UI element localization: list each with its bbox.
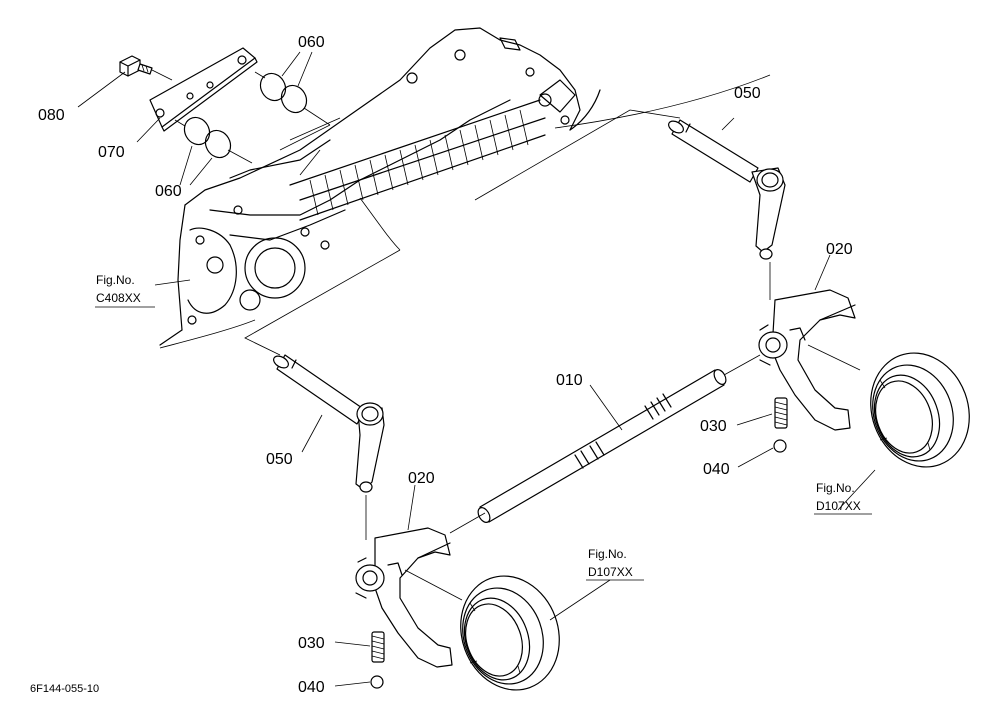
background-curve-left — [159, 319, 256, 349]
o-rings-lower — [183, 116, 232, 159]
fig-ref-coupler-right-line1: Fig.No. — [816, 481, 855, 495]
part-label-070: 070 — [98, 144, 125, 161]
background-curve-middle — [359, 197, 401, 251]
part-label-050-upper: 050 — [734, 85, 761, 102]
plate-axis-line-2 — [174, 119, 253, 164]
bolt-axis-line — [151, 69, 173, 81]
spring-right — [774, 397, 788, 429]
fig-ref-coupler-left: Fig.No. D107XX — [586, 547, 644, 581]
fig-ref-coupler-right: Fig.No. D107XX — [814, 481, 872, 515]
shift-lever-upper — [668, 119, 786, 260]
part-label-040-left: 040 — [298, 679, 325, 696]
part-label-020-left: 020 — [408, 470, 435, 487]
part-label-080: 080 — [38, 107, 65, 124]
part-label-050-lower: 050 — [266, 451, 293, 468]
shift-coupler-right — [870, 352, 970, 468]
part-label-060-upper: 060 — [298, 34, 325, 51]
o-rings-upper — [259, 72, 308, 114]
leader-lines — [77, 51, 876, 687]
part-label-010: 010 — [556, 372, 583, 389]
ball-right — [773, 439, 787, 453]
spring-left — [371, 631, 385, 663]
part-label-020-right: 020 — [826, 241, 853, 258]
shift-fork-right — [758, 289, 856, 431]
ball-left — [370, 675, 384, 689]
bolt — [119, 55, 153, 77]
fig-ref-housing-line2: C408XX — [96, 291, 141, 305]
shaft-axis-right — [723, 354, 761, 376]
fig-ref-coupler-left-line1: Fig.No. — [588, 547, 627, 561]
housing-ribs — [309, 109, 529, 216]
shift-lever-lower — [273, 354, 385, 493]
lever-upper-guide-line — [474, 109, 681, 201]
part-label-030-left: 030 — [298, 635, 325, 652]
shaft-axis-left — [449, 512, 486, 534]
fig-ref-housing: Fig.No. C408XX — [95, 273, 155, 308]
part-label-030-right: 030 — [700, 418, 727, 435]
shift-shaft — [477, 369, 727, 523]
retaining-plate — [149, 47, 258, 132]
transmission-housing — [159, 27, 601, 346]
coupler-left-axis — [404, 569, 463, 601]
part-label-040-right: 040 — [703, 461, 730, 478]
lever-lower-guide-line — [244, 249, 401, 356]
plate-axis-line-1 — [254, 71, 331, 126]
fig-ref-coupler-left-line2: D107XX — [588, 565, 633, 579]
drawing-code: 6F144-055-10 — [30, 683, 99, 695]
shift-coupler-left — [460, 575, 560, 691]
fig-ref-housing-line1: Fig.No. — [96, 273, 135, 287]
coupler-right-axis — [807, 344, 861, 371]
background-curve-top — [554, 74, 771, 129]
shift-fork-left — [355, 527, 453, 668]
part-label-060-lower: 060 — [155, 183, 182, 200]
fig-ref-coupler-right-line2: D107XX — [816, 499, 861, 513]
